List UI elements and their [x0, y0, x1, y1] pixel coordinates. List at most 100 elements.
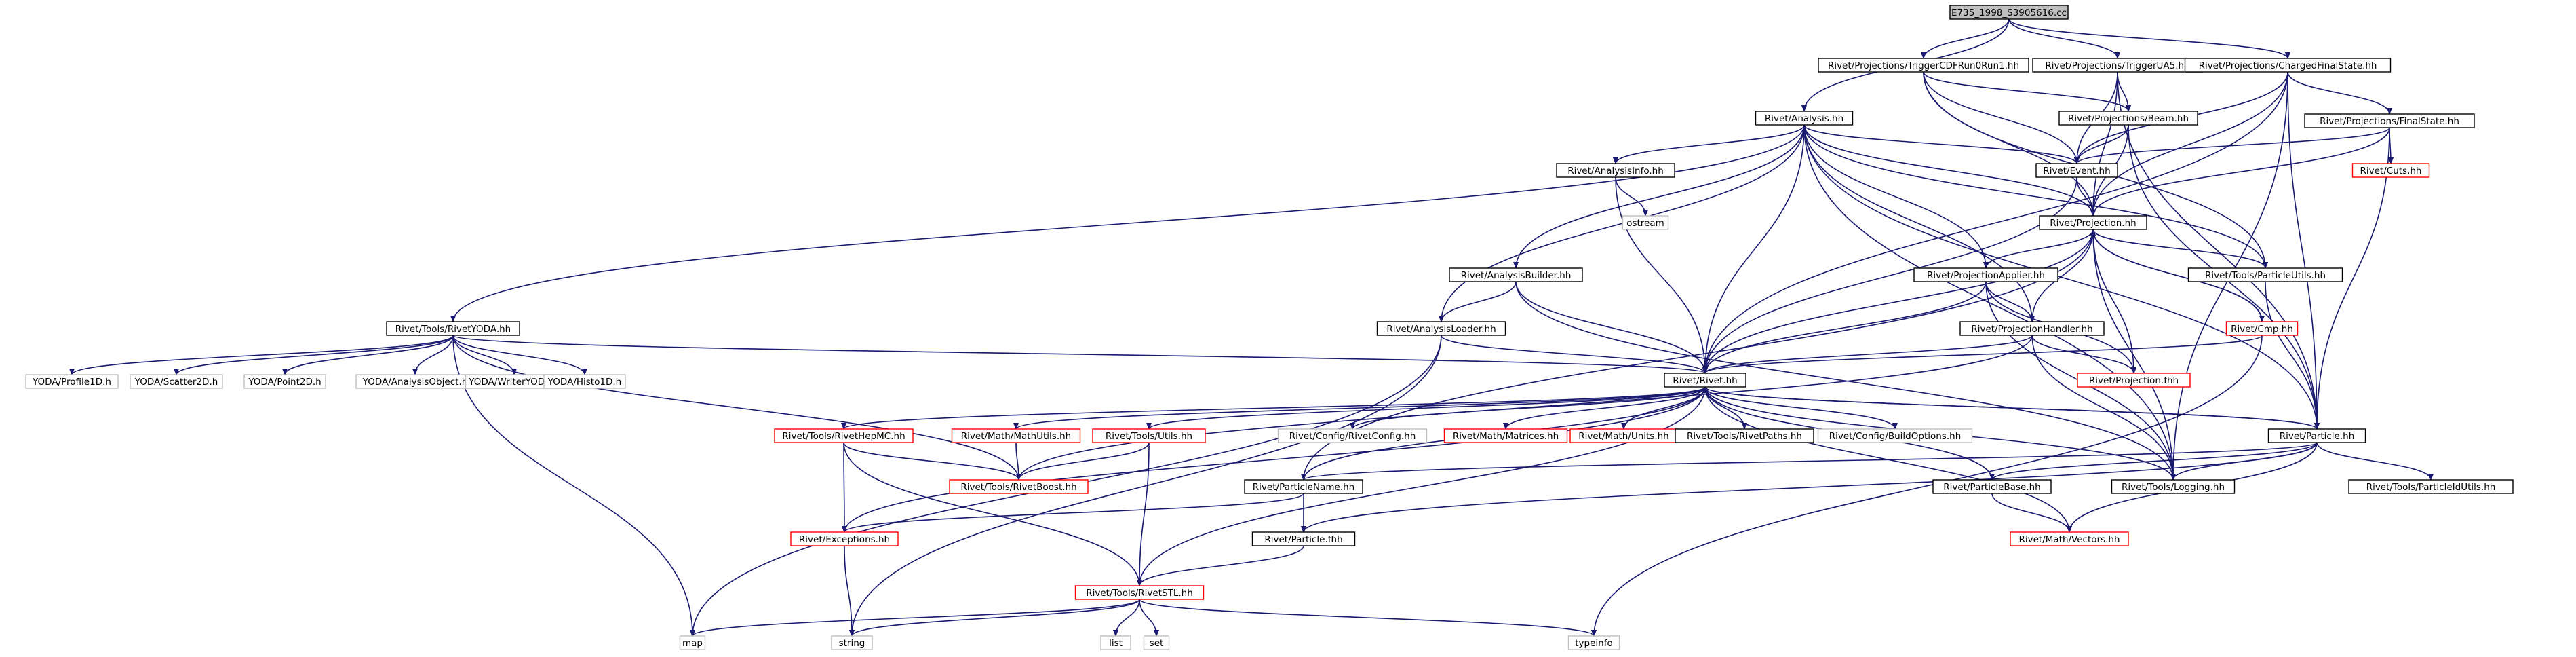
node-box — [1244, 479, 1363, 494]
edge-analysisbuilder-to-analysisloader — [1441, 281, 1517, 322]
node-point2d[interactable]: YODA/Point2D.h — [243, 374, 326, 389]
node-label: Rivet/Projections/TriggerCDFRun0Run1.hh — [1828, 60, 2019, 71]
node-label: Rivet/Particle.hh — [2280, 431, 2355, 442]
node-map[interactable]: map — [679, 635, 706, 650]
node-profile1d[interactable]: YODA/Profile1D.h — [25, 374, 119, 389]
node-rivethh[interactable]: Rivet/Rivet.hh — [1664, 373, 1746, 388]
node-rivetstl[interactable]: Rivet/Tools/RivetSTL.hh — [1074, 585, 1205, 600]
node-utils[interactable]: Rivet/Tools/Utils.hh — [1092, 428, 1206, 443]
edge-projhandler-to-projfhh — [2031, 335, 2134, 374]
node-histo1d[interactable]: YODA/Histo1D.h — [543, 374, 626, 389]
node-particleutils[interactable]: Rivet/Tools/ParticleUtils.hh — [2187, 267, 2343, 282]
node-rivethepmc[interactable]: Rivet/Tools/RivetHepMC.hh — [774, 428, 914, 443]
node-label: Rivet/Projection.fhh — [2089, 375, 2179, 386]
node-event[interactable]: Rivet/Event.hh — [2035, 163, 2118, 178]
node-scatter2d[interactable]: YODA/Scatter2D.h — [130, 374, 223, 389]
edge-exceptions-to-string — [844, 545, 852, 636]
edge-particlehh-to-rivethh — [1705, 386, 2318, 430]
node-set[interactable]: set — [1143, 635, 1170, 650]
node-label: Rivet/ProjectionHandler.hh — [1971, 324, 2092, 335]
node-finalstate[interactable]: Rivet/Projections/FinalState.hh — [2304, 113, 2475, 128]
edge-trigcdf-to-event — [1923, 71, 2077, 164]
node-beam[interactable]: Rivet/Projections/Beam.hh — [2058, 111, 2198, 126]
node-rivetconfig[interactable]: Rivet/Config/RivetConfig.hh — [1277, 428, 1428, 443]
edge-analysis-to-event — [1803, 124, 2077, 164]
node-units[interactable]: Rivet/Math/Units.hh — [1569, 428, 1678, 443]
node-particlefhh[interactable]: Rivet/Particle.fhh — [1251, 531, 1356, 546]
node-projapplier[interactable]: Rivet/ProjectionApplier.hh — [1913, 267, 2058, 282]
node-mathutils[interactable]: Rivet/Math/MathUtils.hh — [951, 428, 1081, 443]
edge-chfs-to-rivethh — [1705, 71, 2288, 373]
node-analysisbuilder[interactable]: Rivet/AnalysisBuilder.hh — [1449, 267, 1583, 282]
edge-rivetyoda-to-rivethh — [452, 335, 1705, 374]
node-particlename[interactable]: Rivet/ParticleName.hh — [1244, 479, 1363, 494]
node-analysisinfo[interactable]: Rivet/AnalysisInfo.hh — [1556, 163, 1675, 178]
node-logging[interactable]: Rivet/Tools/Logging.hh — [2111, 479, 2236, 494]
node-chfs[interactable]: Rivet/Projections/ChargedFinalState.hh — [2184, 58, 2392, 73]
node-analysis[interactable]: Rivet/Analysis.hh — [1755, 111, 1854, 126]
edge-analysisbuilder-to-logging — [1515, 281, 2173, 480]
node-label: YODA/Profile1D.h — [32, 377, 111, 388]
node-particlebase[interactable]: Rivet/ParticleBase.hh — [1932, 479, 2052, 494]
node-box — [1376, 321, 1506, 336]
edge-projapplier-to-projhandler — [1985, 281, 2032, 322]
node-label: typeinfo — [1575, 638, 1612, 649]
edge-trigcdf-to-projection — [1923, 71, 2093, 216]
node-buildoptions[interactable]: Rivet/Config/BuildOptions.hh — [1817, 428, 1973, 443]
node-box — [2058, 111, 2198, 126]
node-ostream[interactable]: ostream — [1622, 215, 1669, 230]
node-label: E735_1998_S3905616.cc — [1951, 7, 2067, 18]
node-label: Rivet/ProjectionApplier.hh — [1927, 270, 2045, 281]
node-rivetyoda[interactable]: Rivet/Tools/RivetYODA.hh — [386, 321, 520, 336]
node-box — [2010, 531, 2129, 546]
node-trigcdf[interactable]: Rivet/Projections/TriggerCDFRun0Run1.hh — [1818, 58, 2029, 73]
node-label: Rivet/Particle.fhh — [1264, 534, 1342, 545]
node-typeinfo[interactable]: typeinfo — [1567, 635, 1620, 650]
node-label: Rivet/Tools/RivetPaths.hh — [1687, 431, 1802, 442]
edge-root-to-trigua5 — [2008, 18, 2118, 59]
edge-particlehh-to-particleidutils — [2316, 442, 2431, 481]
node-string[interactable]: string — [831, 635, 873, 650]
node-particlehh[interactable]: Rivet/Particle.hh — [2267, 428, 2366, 443]
node-box — [386, 321, 520, 336]
node-writeryoda[interactable]: YODA/WriterYODA.h — [465, 374, 564, 389]
node-label: YODA/WriterYODA.h — [468, 377, 559, 388]
node-label: Rivet/Config/RivetConfig.hh — [1289, 431, 1416, 442]
node-projhandler[interactable]: Rivet/ProjectionHandler.hh — [1959, 321, 2105, 336]
node-rivetboost[interactable]: Rivet/Tools/RivetBoost.hh — [949, 479, 1089, 494]
node-matrices[interactable]: Rivet/Math/Matrices.hh — [1443, 428, 1568, 443]
node-label: Rivet/Projections/ChargedFinalState.hh — [2199, 60, 2377, 71]
edge-cmp-to-typeinfo — [1594, 335, 2263, 636]
edge-particlehh-to-particlename — [1304, 442, 2318, 481]
edge-projection-to-particleutils — [2092, 229, 2265, 269]
node-box — [2187, 267, 2343, 282]
nodes-layer: E735_1998_S3905616.ccRivet/Projections/T… — [25, 5, 2514, 650]
node-label: Rivet/Projection.hh — [2050, 218, 2136, 229]
node-label: Rivet/Event.hh — [2043, 166, 2110, 176]
node-cuts[interactable]: Rivet/Cuts.hh — [2351, 163, 2430, 178]
node-exceptions[interactable]: Rivet/Exceptions.hh — [790, 531, 899, 546]
node-cmp[interactable]: Rivet/Cmp.hh — [2225, 321, 2299, 336]
node-rivetpaths[interactable]: Rivet/Tools/RivetPaths.hh — [1675, 428, 1814, 443]
node-list[interactable]: list — [1100, 635, 1131, 650]
node-analysisobject[interactable]: YODA/AnalysisObject.h — [355, 374, 475, 389]
edge-rivethh-to-buildoptions — [1704, 386, 1895, 430]
node-label: Rivet/Cmp.hh — [2231, 324, 2293, 335]
edge-chfs-to-projection — [2093, 71, 2288, 216]
node-trigua5[interactable]: Rivet/Projections/TriggerUA5.hh — [2032, 58, 2203, 73]
edge-analysis-to-analysisbuilder — [1516, 124, 1805, 268]
node-label: Rivet/Math/Vectors.hh — [2018, 534, 2120, 545]
node-box — [2348, 479, 2514, 494]
edge-rivethh-to-rivetstl — [1139, 386, 1706, 586]
node-projection[interactable]: Rivet/Projection.hh — [2039, 215, 2147, 230]
edge-rivetyoda-to-point2d — [285, 335, 454, 375]
node-analysisloader[interactable]: Rivet/AnalysisLoader.hh — [1376, 321, 1506, 336]
edge-particlefhh-to-rivetstl — [1139, 545, 1304, 586]
node-projfhh[interactable]: Rivet/Projection.fhh — [2077, 373, 2191, 388]
node-box — [1817, 428, 1973, 443]
node-particleidutils[interactable]: Rivet/Tools/ParticleIdUtils.hh — [2348, 479, 2514, 494]
node-vectors[interactable]: Rivet/Math/Vectors.hh — [2010, 531, 2129, 546]
node-label: Rivet/Tools/ParticleUtils.hh — [2205, 270, 2326, 281]
edge-particleutils-to-particlehh — [2265, 281, 2317, 429]
